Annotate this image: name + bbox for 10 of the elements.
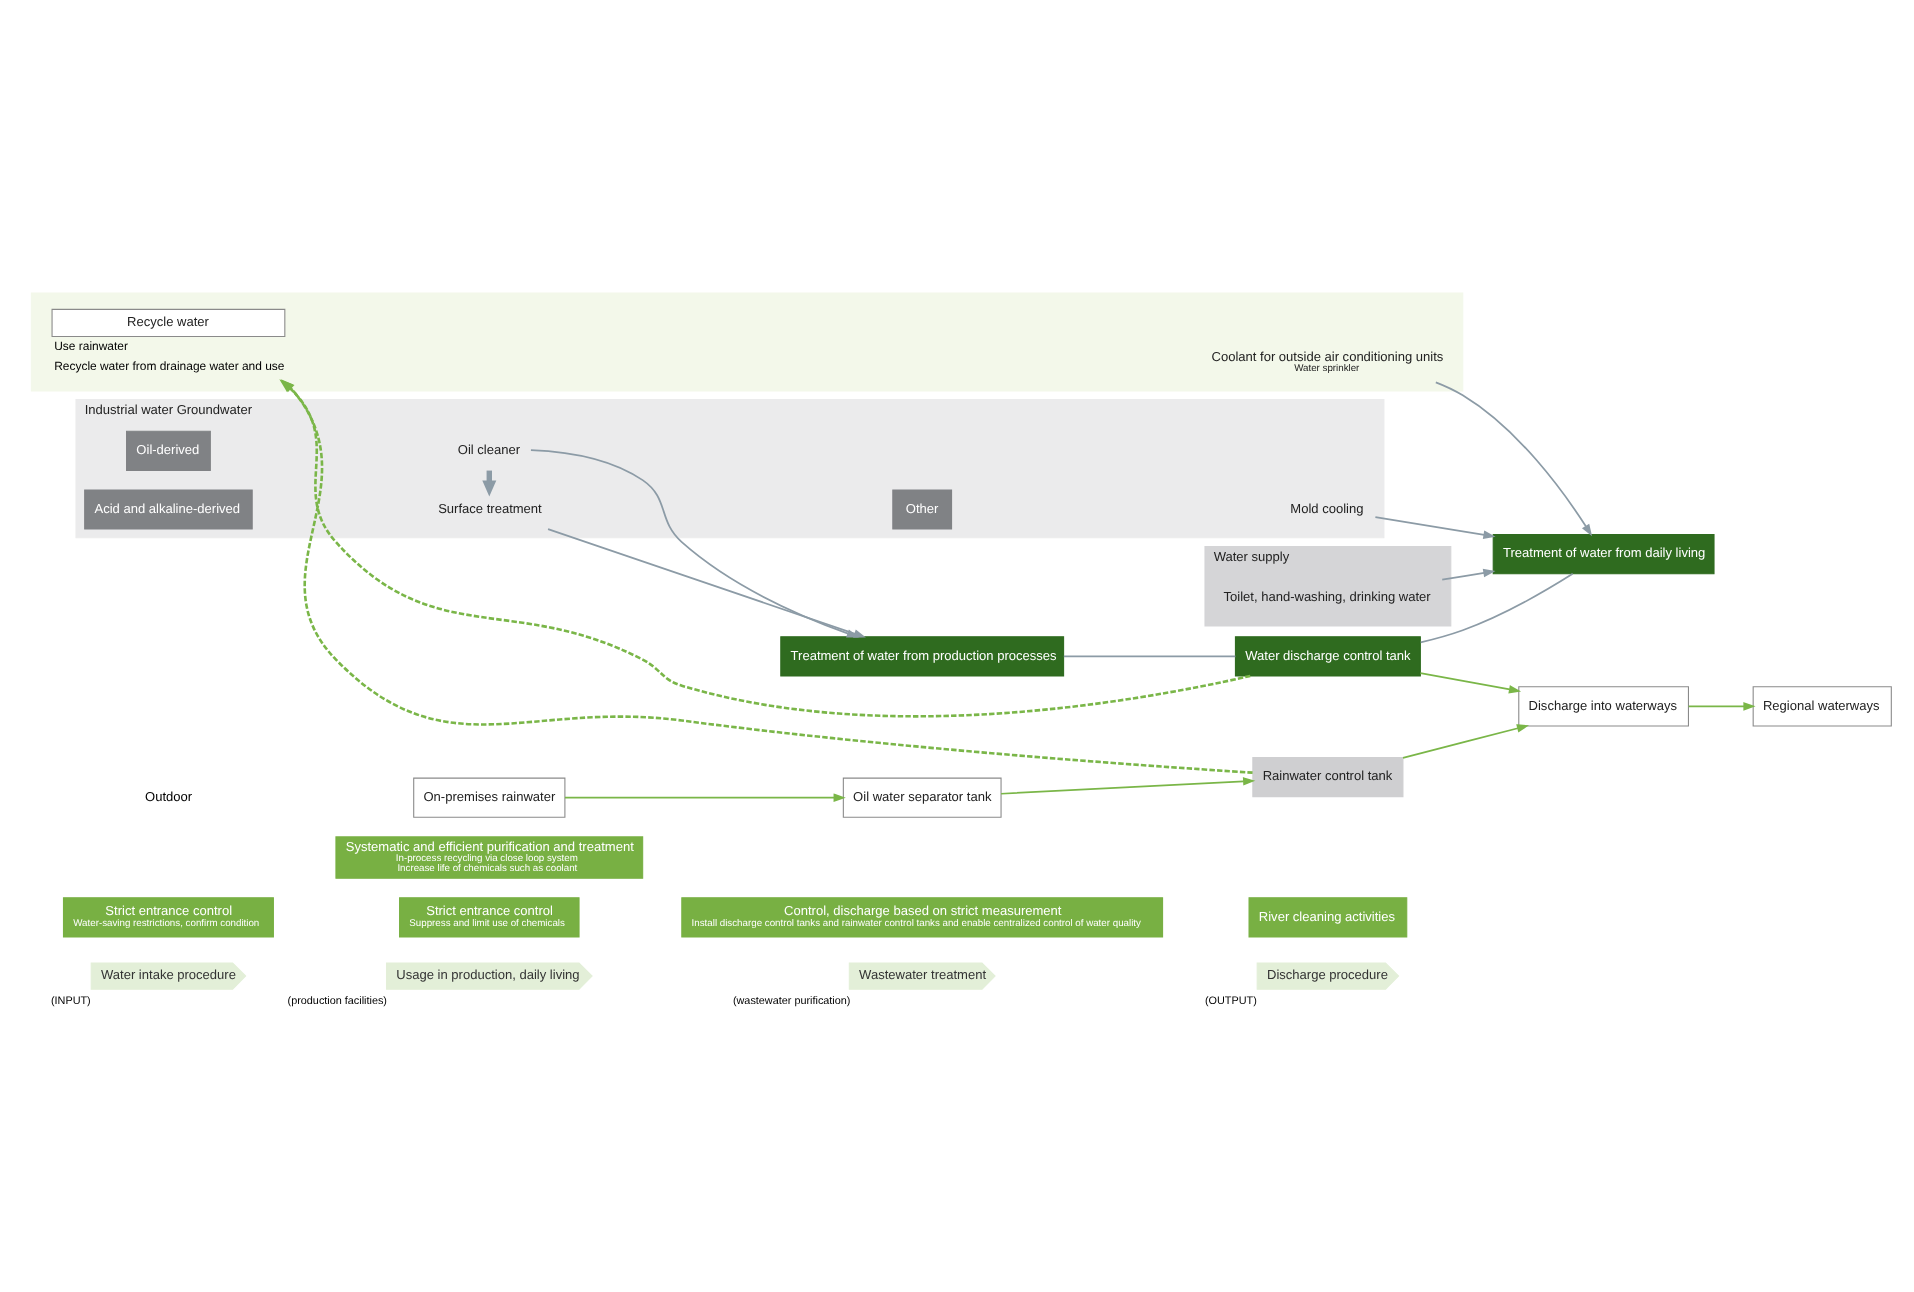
connector [1063, 655, 1237, 658]
arrow [1374, 516, 1496, 539]
arrow [1000, 777, 1256, 795]
arrow [1441, 568, 1496, 581]
arrow [564, 793, 846, 802]
arrow [1434, 381, 1593, 537]
arrow [1402, 724, 1530, 759]
arrow [1419, 672, 1522, 694]
connector [1419, 573, 1574, 644]
arrow [1687, 702, 1756, 711]
